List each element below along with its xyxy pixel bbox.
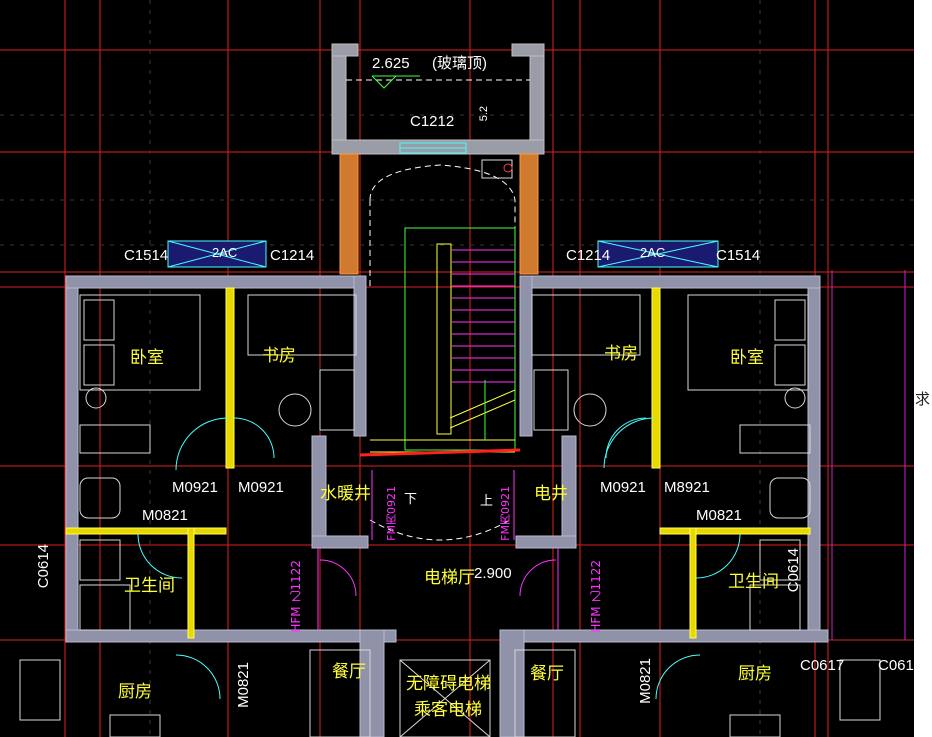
room-elevator-hall: 电梯厅 <box>424 568 475 588</box>
ac-right-label: 2AC <box>640 245 666 260</box>
room-kitchen-right: 厨房 <box>738 664 772 684</box>
room-bathroom-left: 卫生间 <box>124 576 175 596</box>
room-kitchen-left: 厨房 <box>118 682 152 702</box>
window-c0614-left: C0614 <box>35 544 52 589</box>
hfm-door-right-label: HFM 乙1122 <box>589 560 603 633</box>
door-m0821-kitchen-right: M0821 <box>637 658 654 704</box>
hall-elevation-label: 2.900 <box>474 565 512 582</box>
window-c1214-left-label: C1214 <box>270 247 315 264</box>
elevator-accessible-label: 无障碍电梯 <box>406 674 491 694</box>
stair-up-label: 上 <box>480 493 494 508</box>
hfm-door-left-label: HFM 乙1122 <box>289 560 303 633</box>
room-bedroom-left: 卧室 <box>130 348 164 368</box>
room-study-right: 书房 <box>604 344 638 364</box>
side-text: 求 <box>915 390 931 408</box>
room-study-left: 书房 <box>262 346 296 366</box>
window-c1514-right-label: C1514 <box>716 247 761 264</box>
ac-left-label: 2AC <box>212 245 238 260</box>
door-m0921-left-2: M0921 <box>238 479 284 496</box>
window-c0614-right: C0614 <box>785 548 802 593</box>
fire-door-left-label: FM丙0921 <box>385 486 398 541</box>
window-c1212-label: C1212 <box>410 113 455 130</box>
fire-door-right-label: FM丙0921 <box>499 486 512 541</box>
door-m0921-left-1: M0921 <box>172 479 218 496</box>
window-c1514-left-label: C1514 <box>124 247 169 264</box>
room-electrical-shaft: 电井 <box>534 484 568 504</box>
window-c0617-label: C0617 <box>800 657 845 674</box>
stair-down-label: 下 <box>404 491 418 506</box>
elevator-passenger-label: 乘客电梯 <box>414 700 482 720</box>
door-m8921-right-2: M8921 <box>664 479 710 496</box>
top-elevation-label: 2.625 <box>372 55 410 72</box>
glass-roof-label: (玻璃顶) <box>432 55 487 72</box>
door-m0821-left: M0821 <box>142 507 188 524</box>
door-m0921-right-1: M0921 <box>600 479 646 496</box>
door-m0821-kitchen-left: M0821 <box>235 662 252 708</box>
room-bedroom-right: 卧室 <box>730 348 764 368</box>
door-m0821-right: M0821 <box>696 507 742 524</box>
room-dining-left: 餐厅 <box>332 662 366 682</box>
window-c1214-right-label: C1214 <box>566 247 611 264</box>
room-bathroom-right: 卫生间 <box>728 572 779 592</box>
window-c1512-label: 5.2 <box>478 106 490 122</box>
window-c061-cut-label: C061 <box>878 657 914 674</box>
room-dining-right: 餐厅 <box>530 664 564 684</box>
room-water-heating-shaft: 水暖井 <box>320 484 371 504</box>
